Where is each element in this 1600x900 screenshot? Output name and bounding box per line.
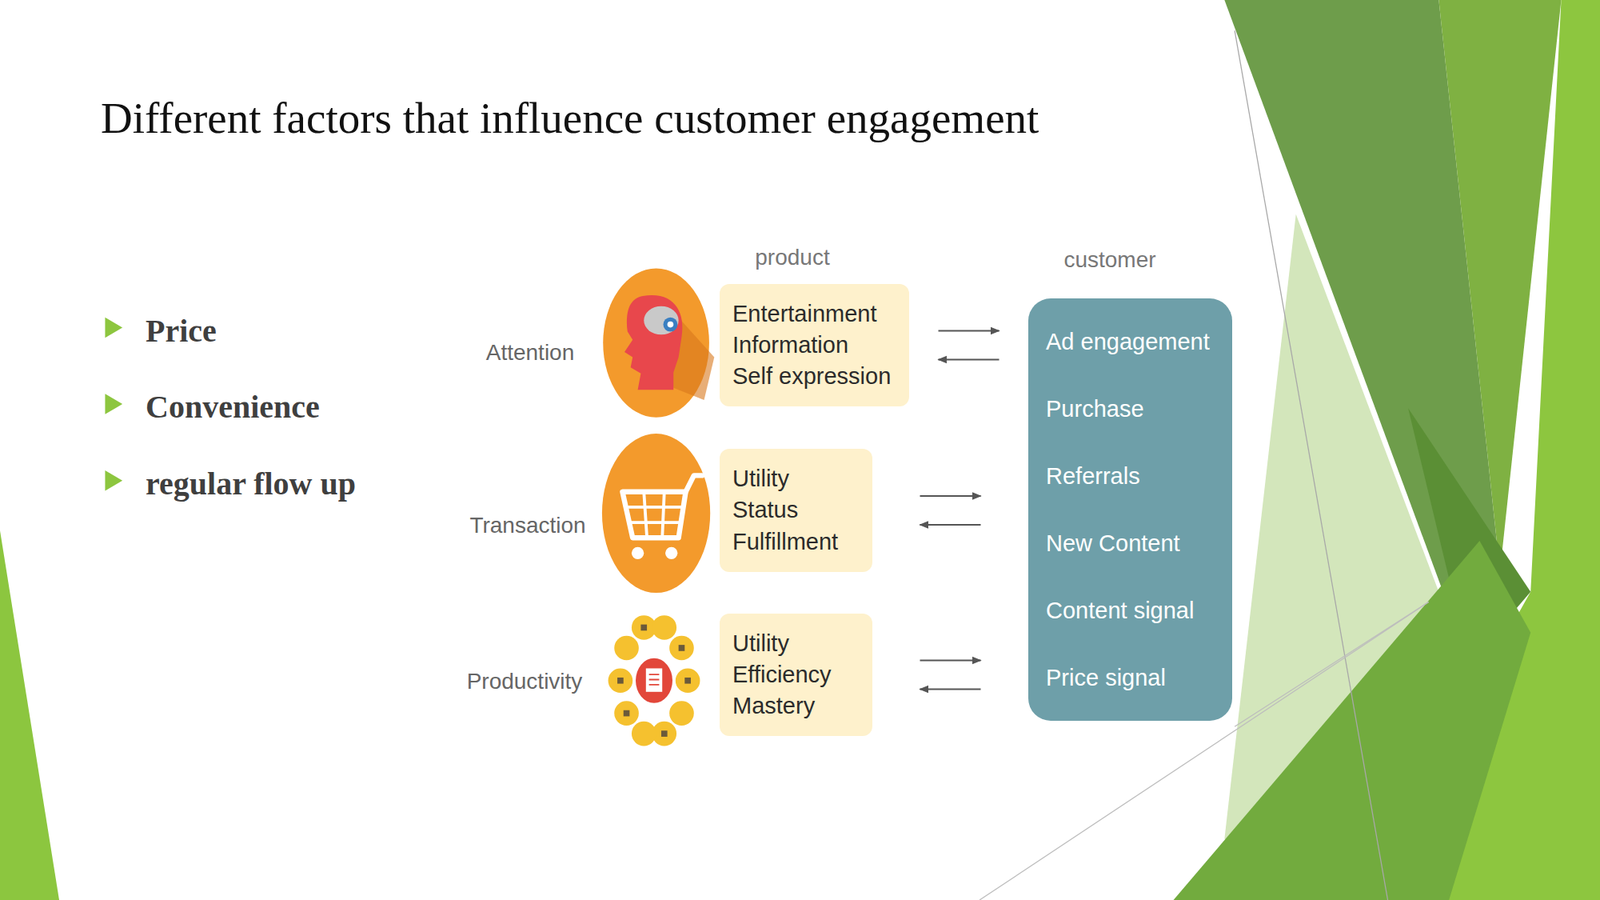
gear-symbol	[662, 317, 678, 332]
tool-glyph	[617, 677, 624, 684]
brain-symbol	[643, 306, 679, 336]
row-label: Transaction	[469, 512, 586, 539]
item-text: Information	[732, 329, 849, 361]
guide-line	[1234, 30, 1388, 900]
tool-glyph	[640, 624, 647, 631]
bullet-text: Convenience	[145, 387, 320, 426]
tool-glyph	[678, 644, 686, 651]
document-lines	[649, 674, 660, 685]
flow-arrow	[920, 523, 982, 526]
gear-hole	[667, 321, 675, 328]
item-text: Price signal	[1045, 663, 1166, 692]
row-label: Attention	[486, 339, 575, 366]
column-header: product	[754, 244, 830, 271]
tool-dot	[614, 635, 639, 661]
bullet-text: Price	[145, 311, 217, 350]
bullet-marker	[104, 393, 123, 415]
tool-glyph	[623, 710, 631, 717]
customer-box: Ad engagementPurchaseReferralsNew Conten…	[1028, 298, 1233, 721]
row-label: Productivity	[466, 668, 583, 695]
flow-arrow	[920, 659, 982, 662]
tool-dot	[669, 700, 695, 726]
item-text: Entertainment	[732, 298, 878, 330]
item-text: Status	[732, 494, 799, 526]
column-header: customer	[1063, 247, 1156, 273]
attention-icon	[602, 267, 715, 417]
item-text: Utility	[732, 462, 790, 495]
cart-wheel	[665, 546, 678, 559]
productivity-icon	[608, 614, 701, 746]
slide-title: Different factors that influence custome…	[100, 92, 1039, 144]
left-facet	[0, 530, 60, 900]
tool-glyph	[661, 730, 668, 737]
tool-glyphs	[617, 624, 691, 737]
product-box: UtilityStatusFulfillment	[719, 448, 873, 572]
tool-dot	[631, 721, 657, 747]
tool-dot	[675, 667, 701, 693]
flow-arrow	[938, 330, 1000, 332]
item-text: Referrals	[1045, 462, 1141, 491]
bullet-marker	[104, 317, 123, 339]
item-text: New Content	[1045, 529, 1181, 558]
cart-wheel	[631, 546, 644, 559]
cart-grid	[628, 491, 683, 538]
transaction-icon	[602, 433, 711, 593]
icon-circle	[602, 433, 711, 593]
item-text: Self expression	[732, 360, 891, 392]
tool-dot	[669, 635, 695, 661]
flow-arrow	[938, 359, 1000, 361]
item-text: Efficiency	[732, 658, 832, 691]
item-text: Ad engagement	[1045, 327, 1210, 356]
flow-arrow	[920, 688, 982, 691]
cart-basket	[622, 491, 686, 538]
head-symbol	[624, 295, 683, 390]
flow-arrow	[920, 494, 982, 497]
document-symbol	[646, 667, 663, 691]
guide-line	[1234, 602, 1429, 727]
product-box: EntertainmentInformationSelf expression	[719, 283, 910, 407]
bullet-marker	[104, 470, 123, 491]
tool-dot	[651, 614, 677, 640]
item-text: Utility	[732, 627, 790, 659]
item-text: Fulfillment	[732, 526, 838, 558]
product-box: UtilityEfficiencyMastery	[719, 613, 873, 736]
item-text: Purchase	[1045, 395, 1145, 423]
bullet-text: regular flow up	[145, 464, 356, 503]
item-text: Mastery	[732, 690, 815, 722]
tool-dot	[614, 700, 639, 726]
center-dot	[635, 658, 673, 703]
item-text: Content signal	[1045, 596, 1194, 625]
tool-glyph	[684, 677, 691, 684]
bullet-markers	[104, 317, 123, 491]
cart-symbol	[622, 474, 703, 538]
tool-dot	[608, 667, 634, 693]
cart-handle	[686, 474, 703, 491]
